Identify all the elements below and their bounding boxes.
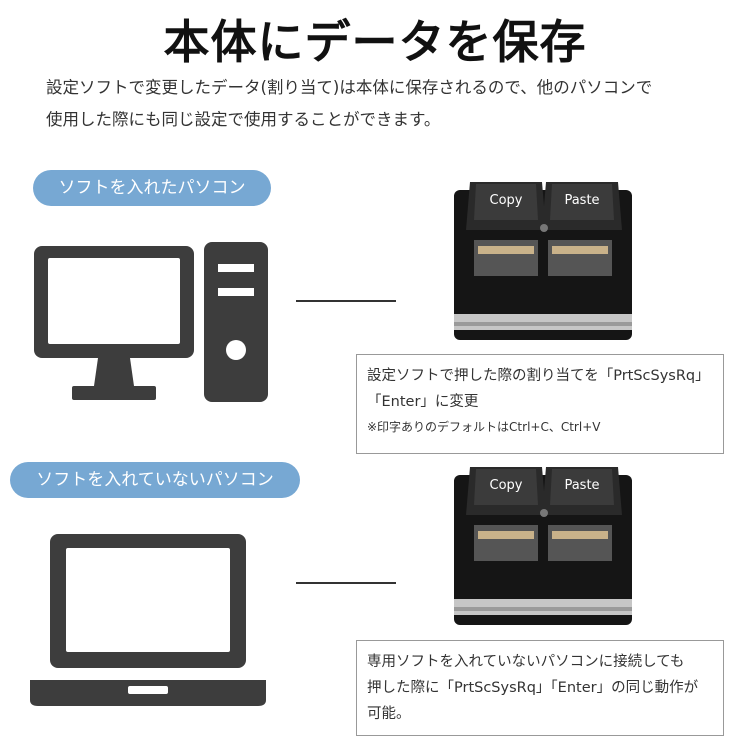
connector-line-1 (296, 300, 396, 302)
note2-line-1: 専用ソフトを入れていないパソコンに接続しても (367, 654, 685, 670)
note2-line-3: 可能。 (367, 706, 411, 722)
note1-line-1: 設定ソフトで押した際の割り当てを「PrtScSysRq」 (367, 368, 710, 384)
note-box-1: 設定ソフトで押した際の割り当てを「PrtScSysRq」 「Enter」に変更 … (356, 354, 724, 454)
copy-key-label: Copy (490, 478, 523, 493)
paste-key-label: Paste (564, 193, 599, 208)
intro-text: 設定ソフトで変更したデータ(割り当て)は本体に保存されるので、他のパソコンで 使… (46, 72, 726, 136)
pill-without-software: ソフトを入れていないパソコン (10, 462, 300, 498)
pill-with-software: ソフトを入れたパソコン (33, 170, 271, 206)
copy-key: Copy (466, 467, 546, 515)
connector-line-2 (296, 582, 396, 584)
copy-key-label: Copy (490, 193, 523, 208)
intro-line-2: 使用した際にも同じ設定で使用することができます。 (46, 110, 441, 129)
page-title: 本体にデータを保存 (163, 15, 587, 69)
laptop-icon (30, 534, 266, 706)
paste-key: Paste (542, 467, 622, 515)
note1-line-2: 「Enter」に変更 (367, 394, 479, 410)
paste-key: Paste (542, 182, 622, 230)
copy-key: Copy (466, 182, 546, 230)
macro-keypad-image: Copy Paste (454, 182, 632, 340)
desktop-computer-icon (34, 242, 268, 402)
note-box-2: 専用ソフトを入れていないパソコンに接続しても 押した際に「PrtScSysRq」… (356, 640, 724, 736)
note2-line-2: 押した際に「PrtScSysRq」「Enter」の同じ動作が (367, 680, 699, 696)
note1-line-3: ※印字ありのデフォルトはCtrl+C、Ctrl+V (367, 420, 601, 434)
macro-keypad-image: Copy Paste (454, 467, 632, 625)
paste-key-label: Paste (564, 478, 599, 493)
intro-line-1: 設定ソフトで変更したデータ(割り当て)は本体に保存されるので、他のパソコンで (46, 78, 653, 97)
